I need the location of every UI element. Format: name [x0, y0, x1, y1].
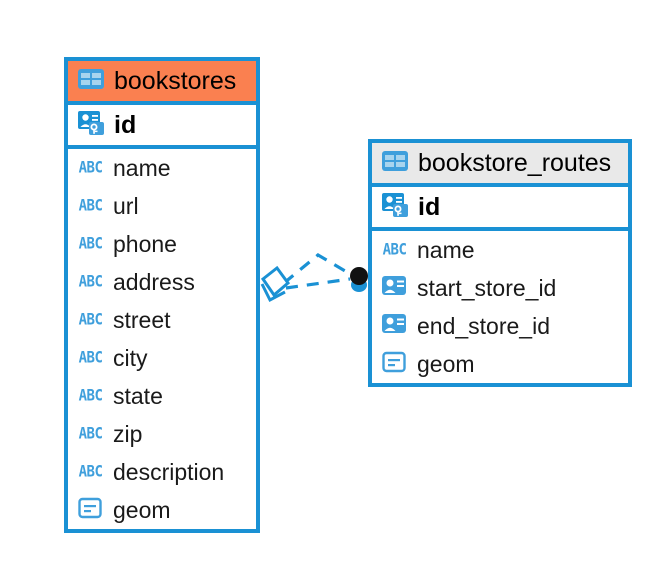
column-row-id[interactable]: id: [372, 187, 628, 231]
column-label: id: [114, 110, 137, 139]
text-type-icon: ABC: [78, 196, 103, 216]
foreign-key-icon: [381, 312, 408, 340]
entity-title: bookstore_routes: [418, 148, 612, 177]
column-label: id: [418, 192, 441, 221]
entity-bookstores[interactable]: bookstores id ABC name: [64, 57, 260, 533]
column-row-description[interactable]: ABC description: [68, 453, 256, 491]
column-row-address[interactable]: ABC address: [68, 263, 256, 301]
column-label: description: [113, 458, 225, 485]
column-row-zip[interactable]: ABC zip: [68, 415, 256, 453]
column-row-id[interactable]: id: [68, 105, 256, 149]
relationship-endpoint-diamond: [260, 265, 291, 303]
relationship-line-arc: [282, 253, 353, 285]
text-type-icon: ABC: [78, 234, 103, 254]
foreign-key-icon: [381, 274, 408, 302]
entity-header-bookstore-routes[interactable]: bookstore_routes: [372, 143, 628, 187]
table-icon: [77, 67, 105, 96]
column-label: name: [417, 236, 475, 263]
entity-header-bookstores[interactable]: bookstores: [68, 61, 256, 105]
entity-bookstore-routes[interactable]: bookstore_routes id ABC: [368, 139, 632, 387]
column-row-geom[interactable]: geom: [372, 345, 628, 383]
column-row-end-store-id[interactable]: end_store_id: [372, 307, 628, 345]
column-label: geom: [417, 350, 475, 377]
text-type-icon: ABC: [78, 310, 103, 330]
column-label: state: [113, 382, 163, 409]
relationship-endpoint-circle: [350, 267, 368, 292]
column-row-name[interactable]: ABC name: [68, 149, 256, 187]
relationship-line-straight: [285, 277, 351, 290]
entity-title: bookstores: [114, 66, 237, 95]
primary-key-icon: [77, 110, 105, 141]
column-label: street: [113, 306, 171, 333]
text-type-icon: ABC: [78, 462, 103, 482]
column-label: city: [113, 344, 148, 371]
column-label: address: [113, 268, 195, 295]
column-row-state[interactable]: ABC state: [68, 377, 256, 415]
column-label: name: [113, 154, 171, 181]
text-type-icon: ABC: [78, 272, 103, 292]
text-type-icon: ABC: [78, 158, 103, 178]
geometry-type-icon: [77, 496, 104, 525]
text-type-icon: ABC: [78, 424, 103, 444]
text-type-icon: ABC: [382, 240, 407, 260]
column-label: start_store_id: [417, 274, 557, 301]
column-row-phone[interactable]: ABC phone: [68, 225, 256, 263]
column-label: end_store_id: [417, 312, 550, 339]
column-row-name[interactable]: ABC name: [372, 231, 628, 269]
column-label: geom: [113, 496, 171, 523]
column-row-geom[interactable]: geom: [68, 491, 256, 529]
column-label: zip: [113, 420, 143, 447]
text-type-icon: ABC: [78, 386, 103, 406]
primary-key-icon: [381, 192, 409, 223]
column-label: phone: [113, 230, 177, 257]
geometry-type-icon: [381, 350, 408, 379]
text-type-icon: ABC: [78, 348, 103, 368]
column-row-street[interactable]: ABC street: [68, 301, 256, 339]
table-icon: [381, 149, 409, 178]
column-row-start-store-id[interactable]: start_store_id: [372, 269, 628, 307]
column-row-url[interactable]: ABC url: [68, 187, 256, 225]
column-row-city[interactable]: ABC city: [68, 339, 256, 377]
column-label: url: [113, 192, 139, 219]
